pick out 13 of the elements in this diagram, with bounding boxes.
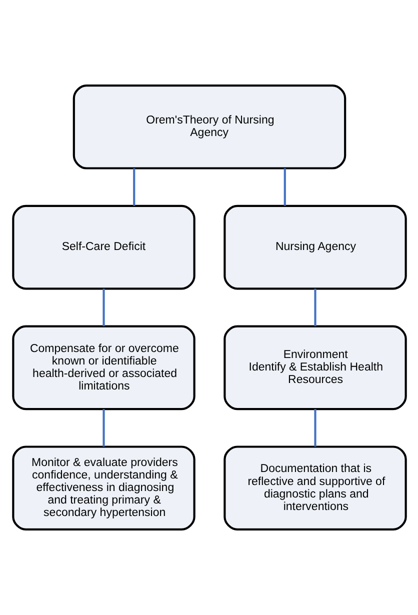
connector (102, 288, 104, 326)
connector (102, 409, 104, 447)
node-box: Environment Identify & Establish Health Resources (223, 325, 406, 410)
node-box: Nursing Agency (223, 204, 406, 290)
connector (314, 288, 316, 326)
node-box: Self-Care Deficit (12, 204, 195, 290)
node-box: Orem'sTheory of Nursing Agency (72, 84, 346, 170)
connector (283, 168, 286, 206)
node-box: Documentation that is reflective and supportive of diagnostic plans and interventions (223, 446, 406, 531)
connector (132, 168, 135, 206)
node-box: Monitor & evaluate providers confidence, understanding & effectiveness in diagnosing and treating primary & secondary hypertension (12, 446, 195, 531)
connector (314, 409, 316, 447)
node-box: Compensate for or overcome known or identifiable health-derived or associated limitations (12, 325, 195, 410)
